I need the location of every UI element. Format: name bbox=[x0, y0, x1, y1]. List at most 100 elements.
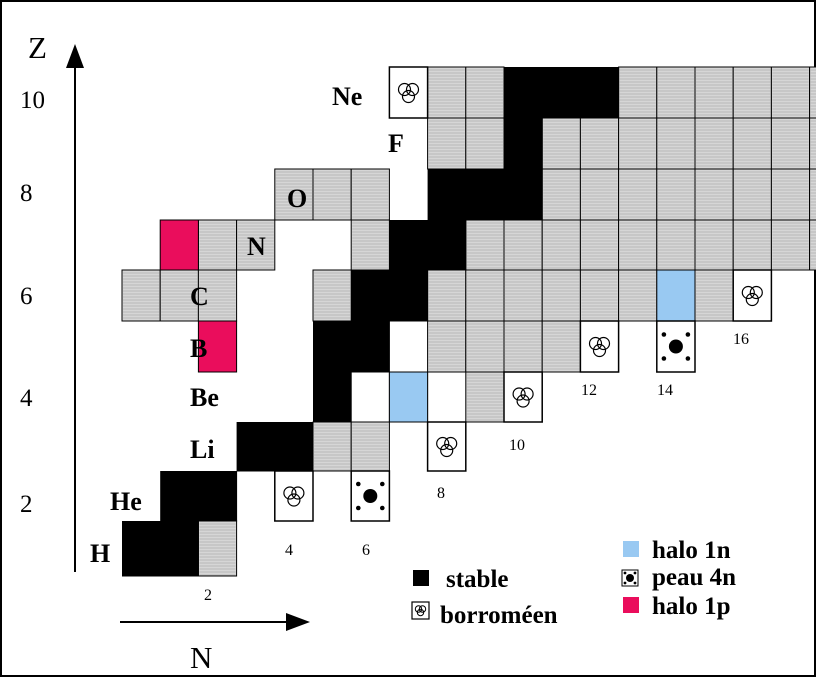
element-label-he: He bbox=[110, 487, 142, 516]
nuclide-cell-stable bbox=[427, 169, 467, 221]
element-label-c: C bbox=[190, 282, 209, 311]
nuclide-cell-unstable bbox=[694, 269, 734, 322]
borromean-icon bbox=[388, 66, 429, 119]
nuclide-cell-unstable bbox=[541, 320, 581, 373]
nuclide-cell-unstable bbox=[503, 269, 543, 322]
nuclide-cell-unstable bbox=[465, 320, 505, 373]
nuclide-cell-stable bbox=[160, 471, 199, 522]
nuclide-cell-unstable bbox=[656, 168, 696, 221]
element-labels: H He Li Be B C N O F Ne bbox=[90, 82, 404, 568]
nuclide-cell-unstable bbox=[541, 168, 581, 221]
nuclide-cell-stable bbox=[389, 270, 429, 322]
nuclide-cell-stable bbox=[274, 422, 314, 472]
nuclide-cell-unstable bbox=[503, 219, 543, 271]
legend-skin-4n-icon bbox=[621, 569, 639, 587]
nuclide-cell-unstable bbox=[694, 168, 734, 221]
legend-stable-swatch bbox=[413, 570, 429, 586]
nuclide-cell-stable bbox=[427, 220, 467, 271]
nuclide-cell-unstable bbox=[465, 371, 505, 423]
nuclide-cell-unstable bbox=[656, 66, 696, 119]
n-tick-label: 8 bbox=[437, 485, 445, 502]
legend-halo-1n-swatch bbox=[623, 541, 639, 557]
nuclide-cell-unstable bbox=[312, 168, 352, 221]
nuclide-cell-unstable bbox=[770, 66, 811, 119]
nuclide-cell-unstable bbox=[656, 219, 696, 271]
nuclide-cell-halo-1n bbox=[656, 269, 696, 322]
n-tick-label: 16 bbox=[733, 331, 749, 348]
nuclide-cell-unstable bbox=[770, 168, 811, 221]
z-tick-label: 2 bbox=[20, 491, 33, 518]
nuclide-cell-stable bbox=[122, 521, 161, 577]
nuclide-cell-stable bbox=[389, 220, 429, 271]
legend-skin-4n-label: peau 4n bbox=[652, 564, 736, 591]
nuclide-cell-unstable bbox=[350, 421, 390, 472]
nuclide-cell-unstable bbox=[427, 117, 467, 170]
nuclide-cell-unstable bbox=[312, 269, 352, 322]
nuclide-cell-stable bbox=[198, 471, 238, 522]
element-label-h: H bbox=[90, 539, 110, 568]
nuclide-cell-unstable bbox=[656, 117, 696, 170]
nuclide-cell-unstable bbox=[618, 269, 658, 322]
nuclide-cell-unstable bbox=[809, 219, 816, 271]
nuclide-cell-unstable bbox=[694, 219, 734, 271]
nuclide-cell-unstable bbox=[770, 117, 811, 170]
element-label-ne: Ne bbox=[332, 82, 362, 111]
nuclide-cell-unstable bbox=[350, 168, 390, 221]
n-tick-label: 10 bbox=[509, 437, 525, 454]
nuclide-cell-unstable bbox=[618, 117, 658, 170]
element-label-o: O bbox=[287, 184, 307, 213]
nuclide-cell-unstable bbox=[732, 219, 772, 271]
nuclide-cell-halo-1n bbox=[388, 371, 429, 423]
nuclide-cell-stable bbox=[160, 521, 199, 577]
nuclide-cell-unstable bbox=[159, 269, 199, 322]
z-tick-label: 8 bbox=[20, 180, 33, 207]
nuclide-cell-unstable bbox=[809, 168, 816, 221]
nuclide-cell-unstable bbox=[465, 117, 505, 170]
nuclide-cell-stable bbox=[465, 169, 505, 221]
legend-halo-1p-swatch bbox=[623, 597, 639, 613]
n-tick-label: 12 bbox=[581, 382, 597, 399]
legend-stable-label: stable bbox=[446, 566, 509, 593]
element-label-b: B bbox=[190, 334, 207, 363]
nuclide-cell-stable bbox=[351, 270, 390, 322]
nuclide-cell-unstable bbox=[236, 219, 276, 271]
element-label-f: F bbox=[388, 129, 404, 158]
n-tick-label: 6 bbox=[362, 542, 370, 559]
nuclide-cell-unstable bbox=[809, 117, 816, 170]
nuclide-cell-unstable bbox=[579, 219, 620, 271]
nuclide-cells bbox=[121, 66, 816, 577]
nuclide-cell-unstable bbox=[312, 421, 352, 472]
nuclide-cell-unstable bbox=[350, 219, 390, 271]
nuclide-cell-unstable bbox=[579, 117, 620, 170]
nuclide-cell-stable bbox=[504, 118, 543, 170]
z-axis: Z 2 4 6 8 10 bbox=[20, 30, 84, 572]
nuclide-cell-stable bbox=[504, 67, 543, 119]
legend-borromean-label: borroméen bbox=[440, 602, 558, 629]
nuclide-cell-unstable bbox=[503, 320, 543, 373]
skin-4n-icon bbox=[350, 470, 391, 522]
skin-4n-icon bbox=[656, 320, 696, 373]
legend-borromean-icon bbox=[411, 601, 430, 620]
nuclide-cell-unstable bbox=[770, 219, 811, 271]
n-axis: N 2 4 6 8 10 12 14 16 bbox=[120, 331, 749, 675]
n-axis-label: N bbox=[190, 640, 212, 675]
element-label-li: Li bbox=[190, 435, 215, 464]
n-tick-label: 4 bbox=[285, 542, 293, 559]
legend-halo-1n-label: halo 1n bbox=[652, 537, 731, 564]
nuclide-cell-stable bbox=[313, 321, 352, 373]
nuclide-cell-unstable bbox=[541, 219, 581, 271]
nuclide-cell-unstable bbox=[427, 320, 467, 373]
n-axis-arrow-icon bbox=[286, 613, 310, 631]
nuclide-cell-unstable bbox=[541, 117, 581, 170]
z-axis-label: Z bbox=[28, 30, 47, 65]
n-tick-label: 14 bbox=[657, 382, 673, 399]
nuclide-cell-unstable bbox=[427, 269, 467, 322]
nuclide-cell-unstable bbox=[541, 269, 581, 322]
nuclide-cell-unstable bbox=[732, 117, 772, 170]
nuclide-cell-unstable bbox=[427, 66, 467, 119]
nuclide-cell-unstable bbox=[618, 66, 658, 119]
nuclide-cell-stable bbox=[542, 67, 581, 119]
z-tick-label: 6 bbox=[20, 283, 33, 310]
